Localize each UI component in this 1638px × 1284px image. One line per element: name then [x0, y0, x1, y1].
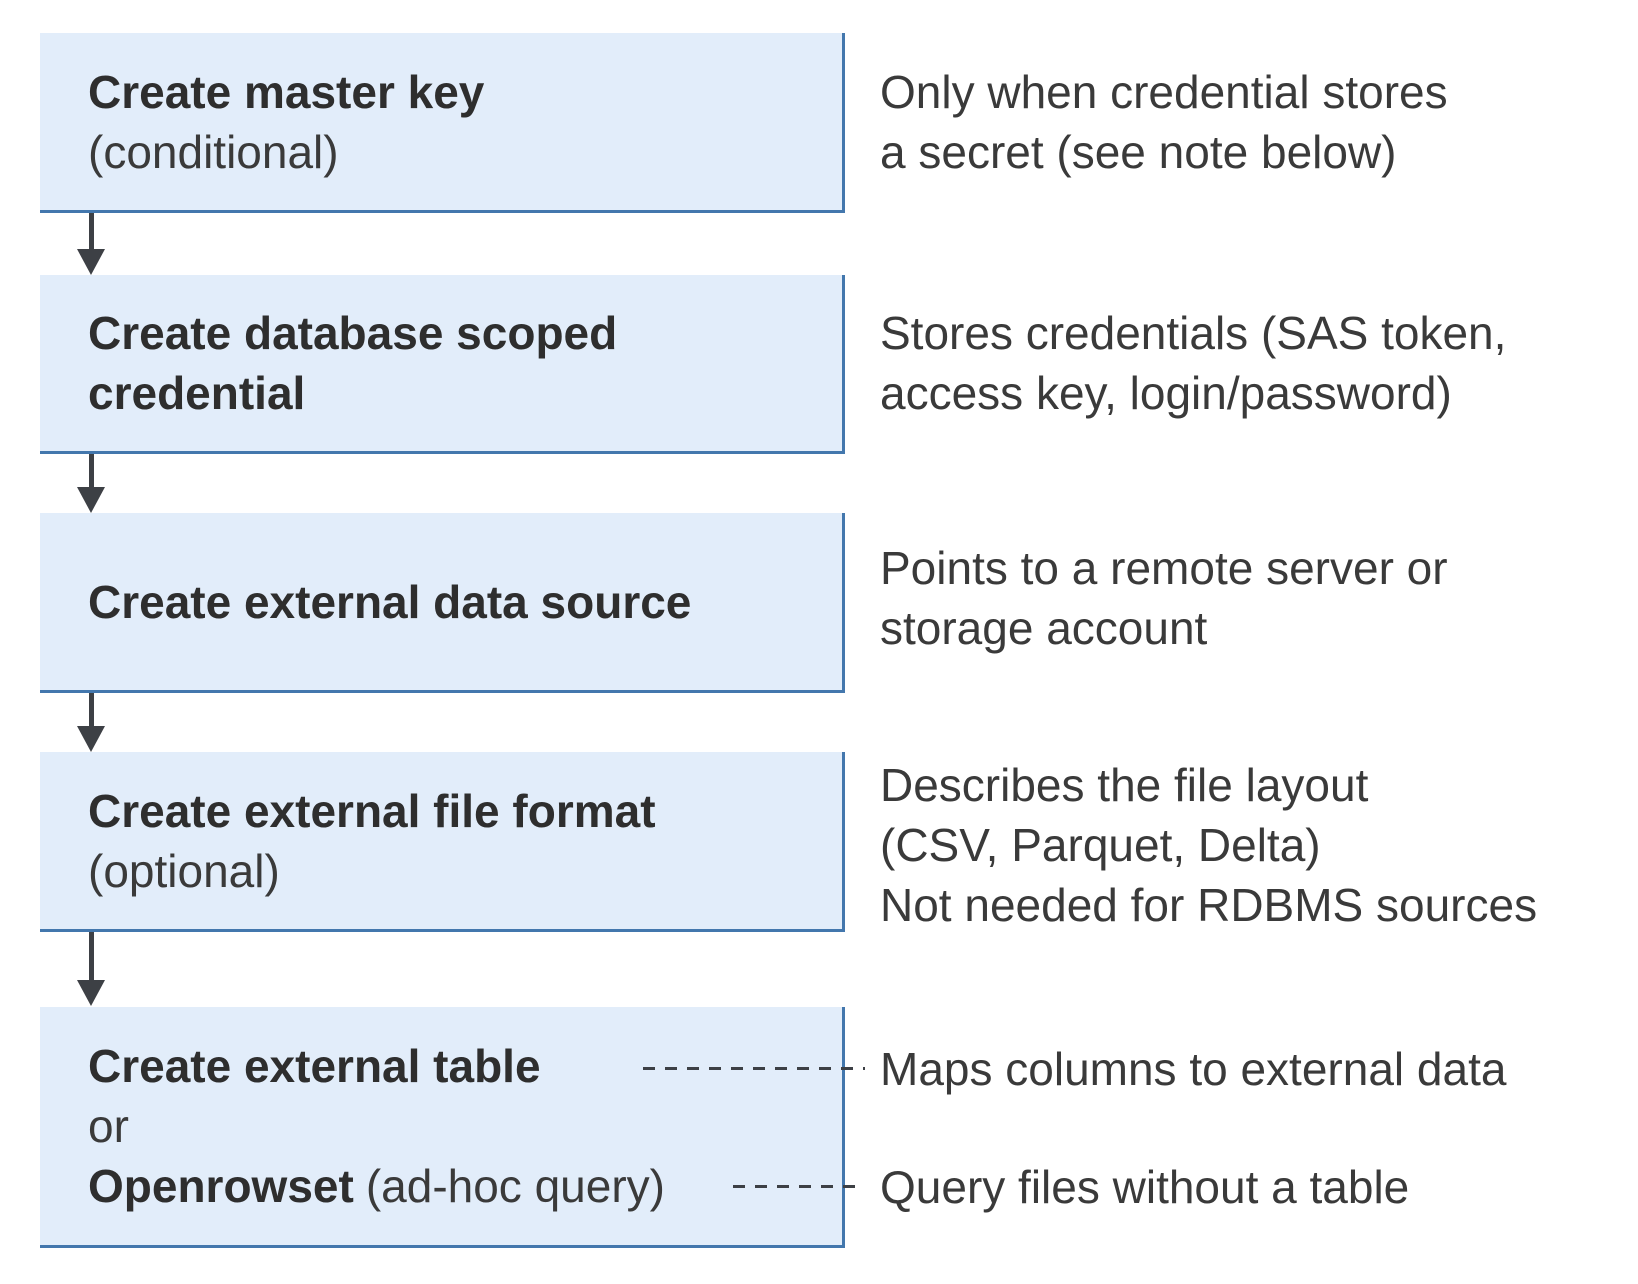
step-title: Create external table: [88, 1040, 541, 1092]
arrow-head: [77, 726, 105, 752]
step-subtitle: (conditional): [88, 125, 339, 178]
annotation-line: Only when credential stores: [880, 66, 1448, 118]
step-title-line1: Create database scoped: [88, 307, 618, 359]
annotation-credential: Stores credentials (SAS token, access ke…: [880, 303, 1506, 423]
step-title: Create master key: [88, 65, 485, 118]
step-alt-suffix: (ad-hoc query): [365, 1160, 665, 1212]
down-arrow-icon: [77, 693, 105, 752]
annotation-master-key: Only when credential stores a secret (se…: [880, 62, 1448, 182]
annotation-line: a secret (see note below): [880, 126, 1397, 178]
down-arrow-icon: [77, 932, 105, 1006]
step-alt-line: Openrowset(ad-hoc query): [88, 1156, 842, 1216]
annotation-line: Query files without a table: [880, 1161, 1410, 1213]
dashed-connector-openrowset: [733, 1185, 865, 1188]
step-title-line2: credential: [88, 367, 306, 419]
annotation-line: (CSV, Parquet, Delta): [880, 819, 1321, 871]
annotation-external-table: Maps columns to external data: [880, 1039, 1506, 1099]
step-box-create-external-file-format: Create external file format (optional): [40, 752, 845, 932]
down-arrow-icon: [77, 454, 105, 513]
annotation-line: storage account: [880, 602, 1208, 654]
arrow-shaft: [88, 693, 94, 728]
step-or-label: or: [88, 1100, 129, 1152]
arrow-shaft: [88, 932, 94, 982]
annotation-line: Points to a remote server or: [880, 542, 1448, 594]
step-box-create-master-key: Create master key (conditional): [40, 33, 845, 213]
annotation-line: Stores credentials (SAS token,: [880, 307, 1507, 359]
step-box-create-database-scoped-credential: Create database scoped credential: [40, 275, 845, 454]
arrow-shaft: [88, 454, 94, 489]
arrow-shaft: [88, 213, 94, 251]
step-title: Create external file format: [88, 784, 656, 837]
step-alt-title: Openrowset: [88, 1160, 354, 1212]
arrow-head: [77, 249, 105, 275]
annotation-file-format: Describes the file layout (CSV, Parquet,…: [880, 755, 1537, 935]
arrow-head: [77, 980, 105, 1006]
step-box-create-external-data-source: Create external data source: [40, 513, 845, 693]
arrow-head: [77, 487, 105, 513]
annotation-openrowset: Query files without a table: [880, 1157, 1409, 1217]
annotation-line: Maps columns to external data: [880, 1043, 1507, 1095]
step-title: Create external data source: [88, 575, 692, 628]
step-subtitle: (optional): [88, 844, 280, 897]
annotation-line: access key, login/password): [880, 367, 1452, 419]
annotation-line: Describes the file layout: [880, 759, 1369, 811]
down-arrow-icon: [77, 213, 105, 275]
annotation-data-source: Points to a remote server or storage acc…: [880, 538, 1448, 658]
annotation-line: Not needed for RDBMS sources: [880, 879, 1538, 931]
step-box-create-external-table-or-openrowset: Create external table or Openrowset(ad-h…: [40, 1007, 845, 1248]
dashed-connector-external-table: [643, 1067, 865, 1070]
